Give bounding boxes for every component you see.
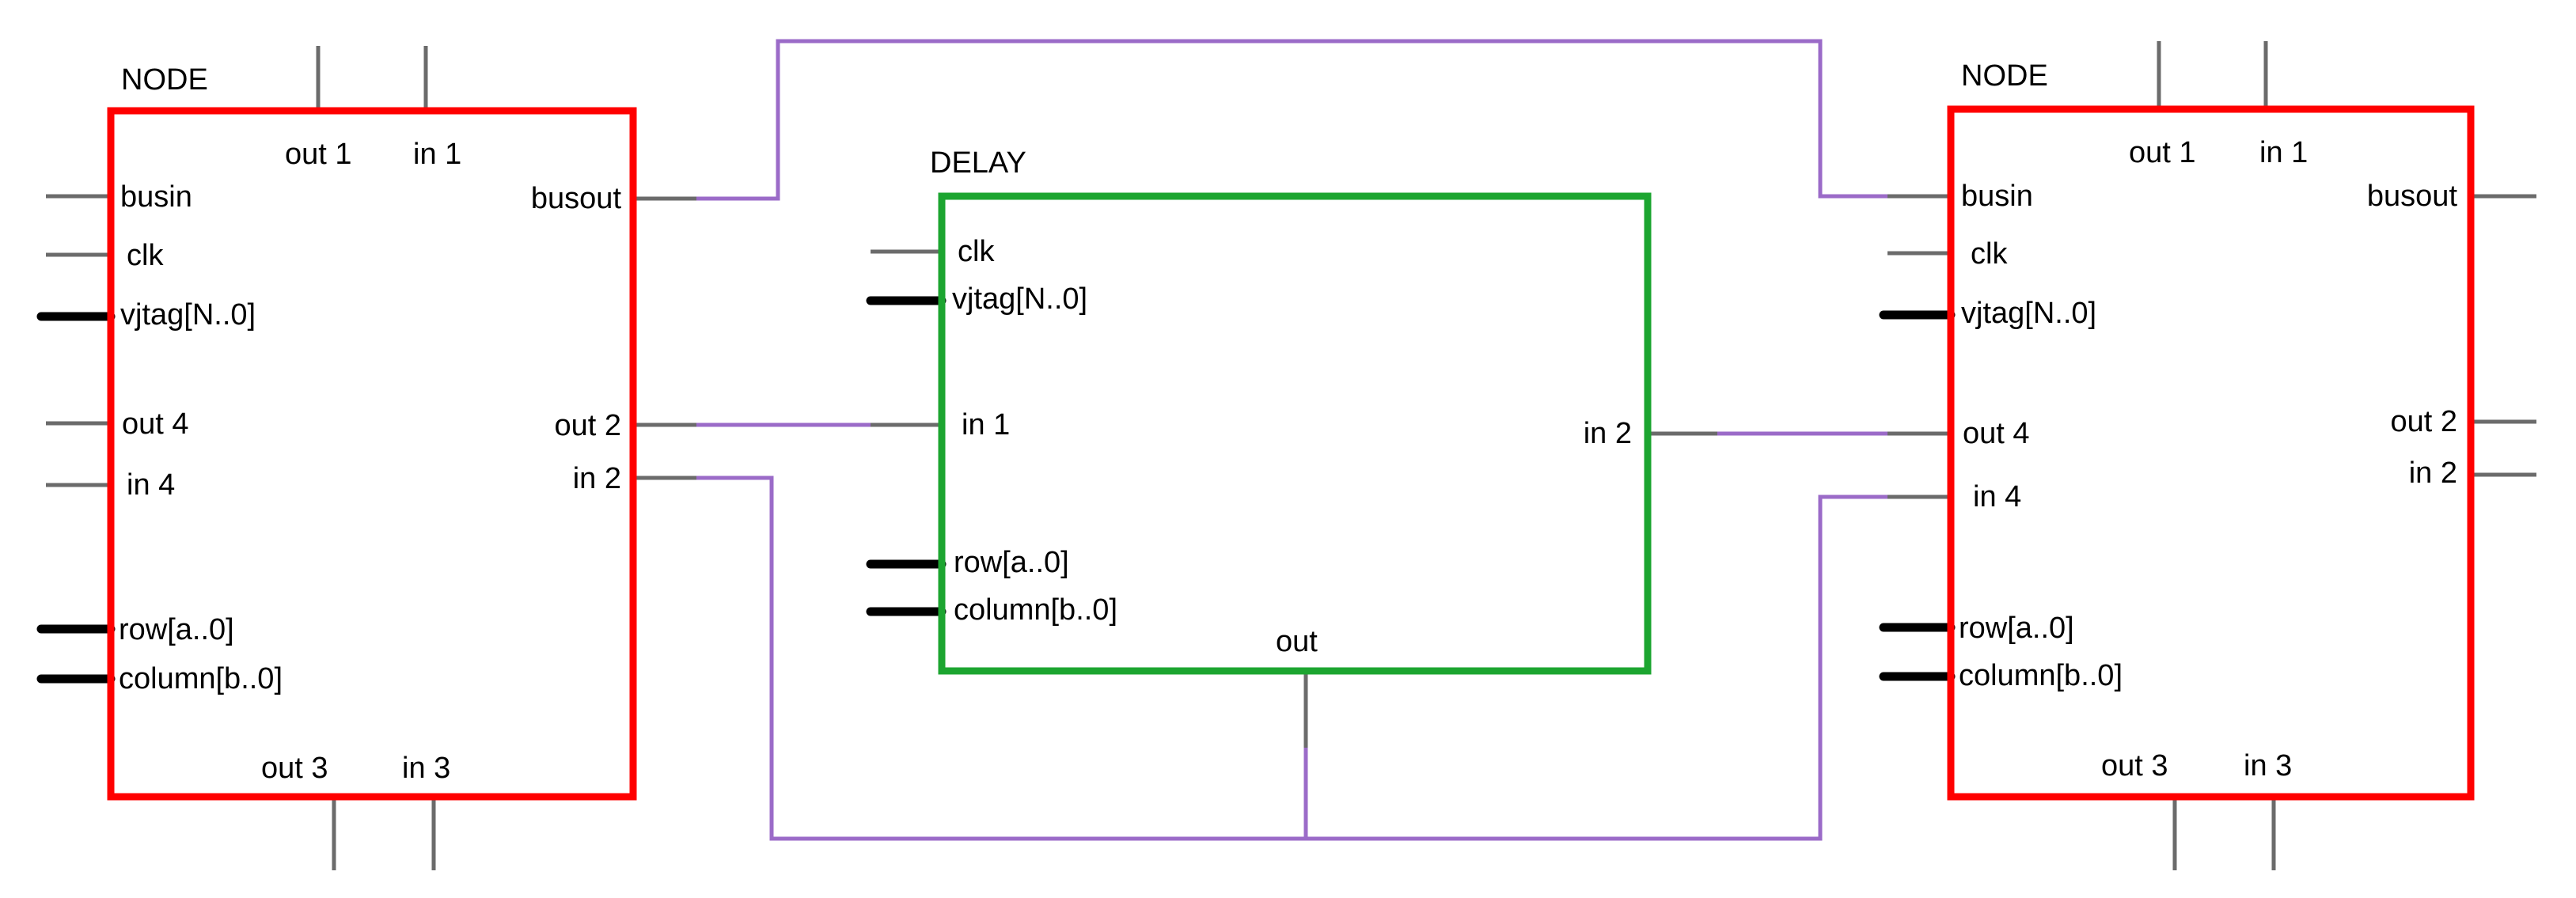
- wire-in2-delay-out-in4: [633, 476, 1951, 841]
- node-left-in2-label: in 2: [573, 462, 621, 495]
- node-right-in4-label: in 4: [1973, 480, 2021, 513]
- node-left-out4-label: out 4: [122, 407, 189, 441]
- node-right-out1-label: out 1: [2129, 136, 2196, 169]
- delay-vjtag-label: vjtag[N..0]: [952, 282, 1087, 316]
- delay-title: DELAY: [930, 146, 1026, 180]
- node-left-in4-label: in 4: [127, 468, 175, 502]
- node-right-in2-label: in 2: [2409, 457, 2457, 490]
- node-right-clk-label: clk: [1971, 237, 2008, 271]
- node-left-row-label: row[a..0]: [119, 613, 234, 646]
- delay-column-label: column[b..0]: [954, 593, 1117, 627]
- wire-busout-to-busin: [633, 39, 1951, 201]
- node-left-out2-label: out 2: [554, 409, 621, 442]
- delay-in2-label: in 2: [1584, 417, 1632, 450]
- node-left-column-label: column[b..0]: [119, 662, 283, 695]
- node-left-out1-label: out 1: [285, 138, 352, 171]
- node-left-in1-label: in 1: [413, 138, 461, 171]
- node-right-out3-label: out 3: [2101, 749, 2168, 782]
- delay-row-label: row[a..0]: [954, 546, 1069, 579]
- node-right-box: [1947, 105, 2475, 801]
- node-left-title: NODE: [121, 63, 208, 97]
- node-right-busin-label: busin: [1961, 180, 2033, 213]
- wires: [633, 39, 1951, 841]
- node-left-box: [107, 107, 637, 801]
- node-left-out3-label: out 3: [261, 752, 328, 785]
- node-right-out4-label: out 4: [1963, 417, 2030, 450]
- node-right-title: NODE: [1961, 59, 2048, 93]
- node-left-busout-label: busout: [531, 182, 622, 215]
- node-left: NODE out 1 in 1 busin clk vjtag[N..0] ou…: [36, 46, 696, 870]
- node-right-out2-label: out 2: [2390, 405, 2457, 438]
- node-right-in1-label: in 1: [2259, 136, 2308, 169]
- node-left-busin-label: busin: [120, 180, 192, 214]
- delay-in1-label: in 1: [962, 408, 1010, 441]
- delay-out-label: out: [1276, 625, 1318, 658]
- node-right-busout-label: busout: [2367, 180, 2458, 213]
- node-left-clk-label: clk: [127, 239, 164, 272]
- node-right-column-label: column[b..0]: [1959, 659, 2123, 692]
- node-left-vjtag-label: vjtag[N..0]: [120, 298, 256, 332]
- node-left-in3-label: in 3: [402, 752, 450, 785]
- delay-box: [938, 192, 1652, 675]
- node-right-vjtag-label: vjtag[N..0]: [1961, 297, 2096, 330]
- delay-block: DELAY clk vjtag[N..0] in 1 row[a..0] col…: [866, 146, 1717, 748]
- delay-clk-label: clk: [958, 235, 995, 268]
- node-right-in3-label: in 3: [2244, 749, 2292, 782]
- node-right-row-label: row[a..0]: [1959, 612, 2074, 645]
- node-right: NODE out 1 in 1 busin clk vjtag[N..0] ou…: [1879, 41, 2536, 870]
